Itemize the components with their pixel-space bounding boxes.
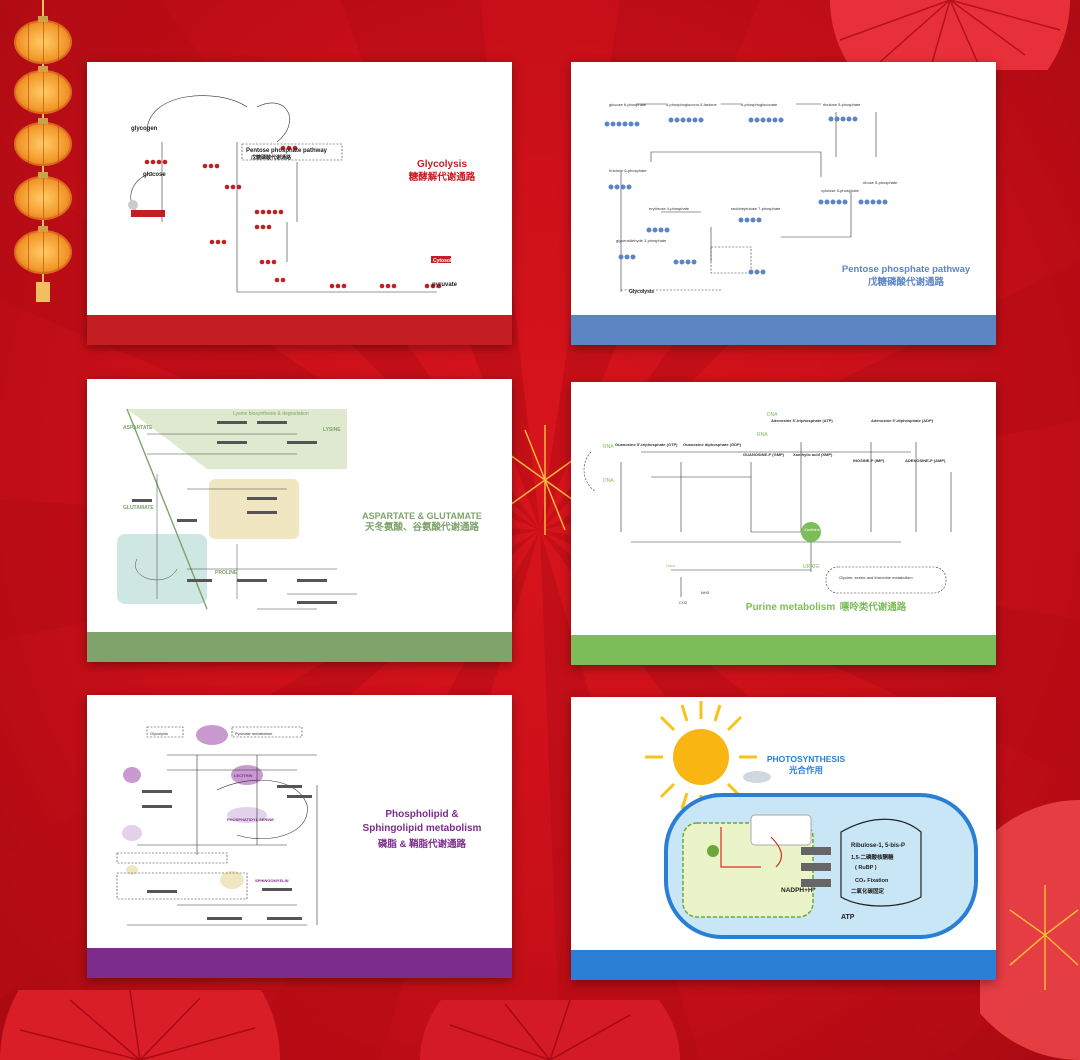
glucose6p-label: glucose 6-phosphate	[609, 102, 647, 107]
glycolysis-title: Glycolysis	[416, 159, 468, 170]
co2-label: CO2	[679, 600, 688, 605]
purine-title: Purine metabolism	[745, 602, 836, 613]
glycogen-label: glycogen	[131, 126, 158, 132]
purine-card[interactable]: Xanthine Guanosine 5'-triphosphate (GTP)…	[571, 382, 996, 665]
lactone-label: 6-phosphoglucono-δ-lactone	[666, 102, 717, 107]
glycolysis-ref-label: Glycolysis	[150, 731, 168, 736]
firework-decoration-right	[1009, 885, 1079, 990]
gsm-label: Glycine, serine and threonine metabolism	[839, 575, 913, 580]
xmp-label: Xanthylic acid (XMP)	[793, 452, 833, 457]
photosynthesis-caption: PHOTOSYNTHESIS 光合作用	[756, 754, 856, 777]
atp-label: Adenosine 5'-triphosphate (ATP)	[771, 418, 833, 423]
pentose-title-zh: 戊糖磷酸代谢通路	[867, 276, 944, 288]
purine-color-bar	[571, 635, 996, 665]
amp-label: ADENOSINE-P (AMP)	[905, 458, 946, 463]
photosynthesis-color-bar	[571, 950, 996, 980]
glycolysis-caption: Glycolysis 糖酵解代谢通路	[387, 158, 497, 184]
sphingomyelin-label: SPHINGOMYELIN	[255, 878, 289, 883]
phospholipid-diagram: Glycolysis Pyruvate metabolism LECITHIN …	[116, 725, 318, 926]
fructose6p-label: fructose 6-phosphate	[609, 168, 647, 173]
pyruvate-label: pyruvate	[432, 282, 458, 288]
aspartate-caption: ASPARTATE & GLUTAMATE 天冬氨酸、谷氨酸代谢通路	[352, 510, 492, 535]
lysine-box-label: Lysine biosynthesis & degradation	[233, 411, 309, 417]
fan-decoration-top-right	[830, 0, 1070, 70]
co2-fixation-zh-label: 二氧化碳固定	[851, 887, 885, 895]
xanthine-label: Xanthine	[804, 527, 821, 532]
erythrose-label: erythrose 4-phosphate	[649, 206, 690, 211]
glucose-label: glucose	[143, 172, 166, 178]
ppp-label-en: Pentose phosphate pathway	[246, 148, 328, 154]
rna-label-left: RNA	[603, 444, 614, 450]
pentose-diagram: glucose 6-phosphate 6-phosphoglucono-δ-l…	[604, 102, 898, 295]
aspartate-label: ASPARTATE	[123, 425, 153, 431]
phospholipid-caption: Phospholipid & Sphingolipid metabolism 磷…	[352, 808, 492, 852]
glycolysis-title-zh: 糖酵解代谢通路	[408, 171, 476, 183]
xylulose-label: xylulose 5-phosphate	[821, 188, 860, 193]
rubp-label: Ribulose-1, 5-bis-P	[851, 843, 905, 849]
gap-label: glyceraldehyde 3-phosphate	[616, 238, 667, 243]
rna-label-top: RNA	[757, 432, 768, 438]
pyruvate-ref-label: Pyruvate metabolism	[235, 731, 273, 736]
purine-title-zh: 嘌呤类代谢通路	[839, 602, 907, 613]
fan-decoration-bottom-left	[0, 990, 280, 1060]
ribose-label: ribose 5-phosphate	[863, 180, 898, 185]
phospholipid-title-line1: Phospholipid &	[385, 809, 459, 820]
pentose-title: Pentose phosphate pathway	[841, 264, 971, 275]
glutamate-label: GLUTAMATE	[123, 505, 154, 511]
fan-decoration-right	[980, 800, 1080, 1060]
glycolysis-card[interactable]: glycogen glucose Pentose phosphate pathw…	[87, 62, 512, 345]
glycolysis-color-bar	[87, 315, 512, 345]
co2-fixation-label: CO₂ Fixation	[855, 878, 889, 884]
gluconate-label: 6-phosphogluconate	[741, 102, 778, 107]
gtp-label: Guanosine 5'-triphosphate (GTP)	[615, 442, 678, 447]
aspartate-color-bar	[87, 632, 512, 662]
purine-diagram: Xanthine Guanosine 5'-triphosphate (GTP)…	[583, 412, 952, 605]
imp-label: INOSINE-P (IMP)	[853, 458, 885, 463]
ppp-label-zh: 戊糖磷酸代谢通路	[250, 154, 292, 161]
gdp-label: Guanosine diphosphate (GDP)	[683, 442, 742, 447]
pentose-card[interactable]: glucose 6-phosphate 6-phosphoglucono-δ-l…	[571, 62, 996, 345]
rubp-abbr-label: ( RuBP )	[855, 865, 877, 871]
urate-label: URATE	[803, 564, 820, 570]
phospholipid-color-bar	[87, 948, 512, 978]
photosynthesis-title-zh: 光合作用	[788, 765, 823, 776]
aspartate-diagram: Lysine biosynthesis & degradation ASPART…	[117, 408, 357, 610]
cytosol-label: Cytosol	[433, 258, 452, 264]
nh3-label: NH3	[701, 590, 710, 595]
lecithin-label: LECITHIN	[234, 773, 253, 778]
ps-label: PHOSPHATIDYL SERINE	[227, 817, 274, 822]
phospholipid-title-zh: 磷脂 & 鞘脂代谢通路	[377, 839, 467, 850]
ribulose-label: ribulose 5-phosphate	[823, 102, 861, 107]
atp-label: ATP	[841, 914, 855, 921]
rubp-zh-label: 1,5-二磷酸核酮糖	[851, 853, 894, 861]
dna-label-top: DNA	[767, 412, 778, 418]
photosynthesis-card[interactable]: NADPH+H⁺ ATP Ribulose-1, 5-bis-P 1,5-二磷酸…	[571, 697, 996, 980]
glycolysis-ref-label: Glycolysis	[629, 289, 654, 295]
aspartate-title-zh: 天冬氨酸、谷氨酸代谢通路	[364, 522, 479, 534]
purine-caption: Purine metabolism 嘌呤类代谢通路	[736, 595, 916, 617]
lysine-label: LYSINE	[323, 427, 341, 433]
pentose-color-bar	[571, 315, 996, 345]
photosynthesis-title: PHOTOSYNTHESIS	[766, 754, 846, 764]
pentose-caption: Pentose phosphate pathway 戊糖磷酸代谢通路	[826, 264, 986, 290]
phospholipid-title-line2: Sphingolipid metabolism	[362, 822, 482, 834]
fan-decoration-bottom-center	[420, 1000, 680, 1060]
photosynthesis-diagram: NADPH+H⁺ ATP Ribulose-1, 5-bis-P 1,5-二磷酸…	[645, 701, 978, 939]
cloud-icon	[743, 771, 771, 783]
dna-label-left: DNA	[603, 478, 614, 484]
sedo-label: sedoheptulose 7-phosphate	[731, 206, 781, 211]
adp-label: Adenosine 5'-diphosphate (ADP)	[871, 418, 934, 423]
phospholipid-card[interactable]: Glycolysis Pyruvate metabolism LECITHIN …	[87, 695, 512, 978]
glycolysis-diagram: glycogen glucose Pentose phosphate pathw…	[128, 95, 458, 293]
urea-label: Urea	[666, 563, 675, 568]
proline-label: PROLINE	[215, 570, 238, 576]
firework-decoration-center	[509, 425, 581, 535]
aspartate-card[interactable]: Lysine biosynthesis & degradation ASPART…	[87, 379, 512, 662]
gmp-label: GUANOSINE-P (GMP)	[743, 452, 785, 457]
nadph-label: NADPH+H⁺	[781, 887, 817, 894]
aspartate-title: ASPARTATE & GLUTAMATE	[362, 511, 482, 521]
